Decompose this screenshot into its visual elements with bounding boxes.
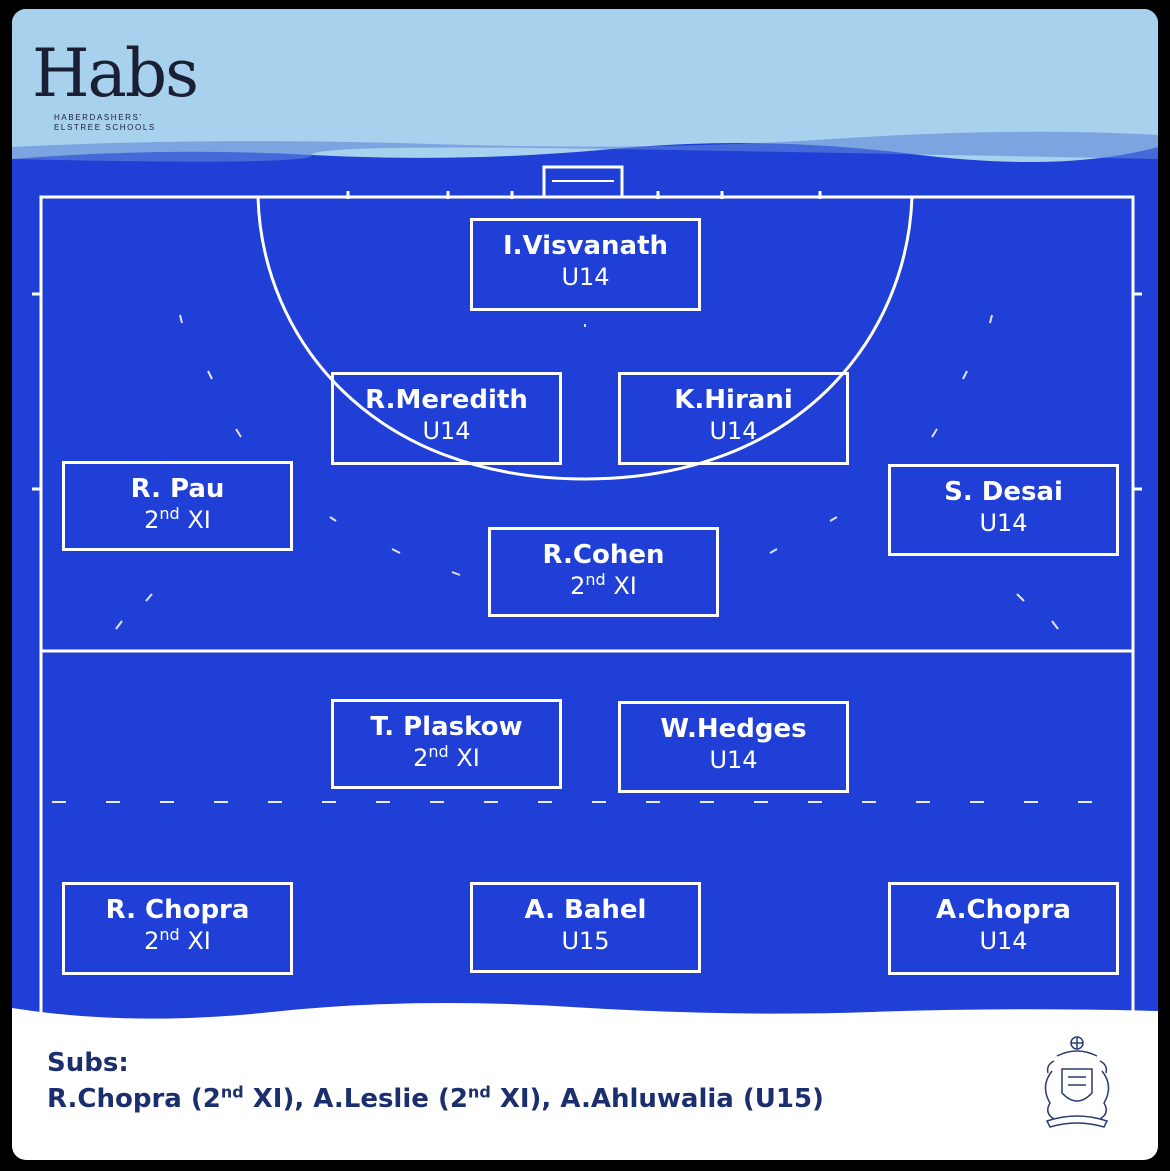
player-name: R.Cohen bbox=[542, 540, 665, 570]
player-team: 2nd XI bbox=[144, 925, 211, 956]
player-team: U14 bbox=[709, 417, 758, 445]
player-name: R.Meredith bbox=[365, 385, 528, 415]
player-name: S. Desai bbox=[944, 477, 1063, 507]
player-team: 2nd XI bbox=[570, 570, 637, 601]
player-team: U15 bbox=[561, 927, 610, 955]
player-name: A. Bahel bbox=[524, 895, 647, 925]
subs-section: Subs: R.Chopra (2nd XI), A.Leslie (2nd X… bbox=[47, 1045, 824, 1117]
player-name: W.Hedges bbox=[660, 714, 807, 744]
player-name: R. Chopra bbox=[105, 895, 250, 925]
player-team: 2nd XI bbox=[144, 504, 211, 535]
player-card-desai: S. Desai U14 bbox=[888, 464, 1119, 556]
player-team: U14 bbox=[709, 746, 758, 774]
player-card-bahel: A. Bahel U15 bbox=[470, 882, 701, 973]
player-team: U14 bbox=[422, 417, 471, 445]
habs-logo: Habs HABERDASHERS' ELSTREE SCHOOLS bbox=[32, 41, 222, 141]
player-team: U14 bbox=[561, 263, 610, 291]
player-card-hedges: W.Hedges U14 bbox=[618, 701, 849, 793]
player-name: R. Pau bbox=[130, 474, 225, 504]
logo-wordmark: Habs bbox=[32, 35, 199, 112]
player-name: I.Visvanath bbox=[502, 231, 669, 261]
player-card-hirani: K.Hirani U14 bbox=[618, 372, 849, 465]
player-name: A.Chopra bbox=[936, 895, 1071, 925]
player-name: T. Plaskow bbox=[370, 712, 523, 742]
player-team: 2nd XI bbox=[413, 742, 480, 773]
player-card-a-chopra: A.Chopra U14 bbox=[888, 882, 1119, 975]
player-name: K.Hirani bbox=[674, 385, 793, 415]
pitch-surface bbox=[12, 143, 1158, 1019]
player-card-cohen: R.Cohen 2nd XI bbox=[488, 527, 719, 617]
logo-subtitle: HABERDASHERS' ELSTREE SCHOOLS bbox=[54, 113, 156, 132]
player-card-plaskow: T. Plaskow 2nd XI bbox=[331, 699, 562, 789]
school-crest-icon bbox=[1044, 1036, 1110, 1128]
player-card-gk: I.Visvanath U14 bbox=[470, 218, 701, 311]
subs-list: R.Chopra (2nd XI), A.Leslie (2nd XI), A.… bbox=[47, 1082, 824, 1114]
subs-heading: Subs: bbox=[47, 1048, 129, 1078]
lineup-card: Habs HABERDASHERS' ELSTREE SCHOOLS I.Vis… bbox=[12, 9, 1158, 1160]
goal bbox=[542, 165, 624, 199]
shooting-circle bbox=[256, 196, 914, 481]
player-card-r-chopra: R. Chopra 2nd XI bbox=[62, 882, 293, 975]
player-card-pau: R. Pau 2nd XI bbox=[62, 461, 293, 551]
player-team: U14 bbox=[979, 509, 1028, 537]
player-card-meredith: R.Meredith U14 bbox=[331, 372, 562, 465]
hockey-pitch bbox=[12, 131, 1158, 1029]
player-team: U14 bbox=[979, 927, 1028, 955]
